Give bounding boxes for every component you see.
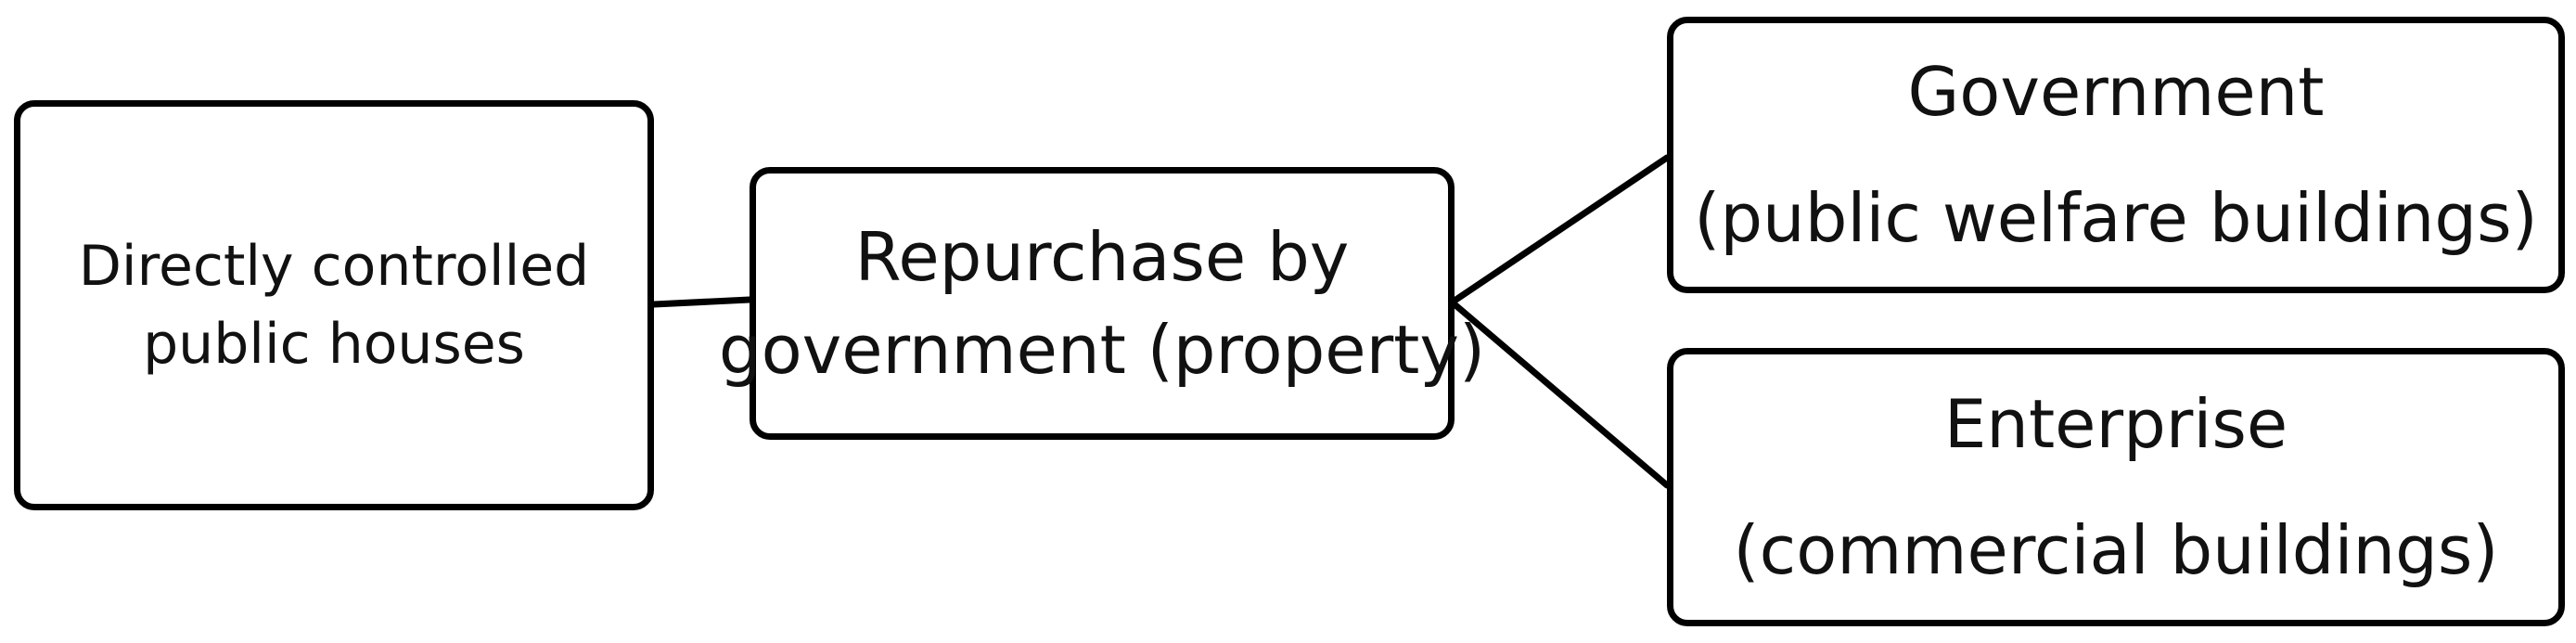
node-label-line: public houses bbox=[143, 312, 525, 377]
node-repurchase-by-government: Repurchase by government (property) bbox=[719, 167, 1485, 440]
node-label-line: Enterprise bbox=[1943, 385, 2288, 463]
node-label-line: government (property) bbox=[718, 311, 1486, 389]
node-directly-controlled-public-houses: Directly controlled public houses bbox=[14, 100, 654, 510]
node-label-line: (commercial buildings) bbox=[1733, 511, 2499, 589]
connector-middle-to-government bbox=[1451, 154, 1671, 304]
node-government-public-welfare-buildings: Government (public welfare buildings) bbox=[1667, 17, 2565, 293]
node-label-line: Repurchase by bbox=[854, 218, 1350, 296]
node-label-line: Directly controlled bbox=[78, 234, 590, 299]
connector-root-to-middle bbox=[650, 296, 753, 308]
connector-middle-to-enterprise bbox=[1451, 301, 1671, 489]
node-label-line: (public welfare buildings) bbox=[1694, 179, 2538, 257]
node-enterprise-commercial-buildings: Enterprise (commercial buildings) bbox=[1667, 348, 2565, 626]
node-label-line: Government bbox=[1907, 53, 2325, 131]
